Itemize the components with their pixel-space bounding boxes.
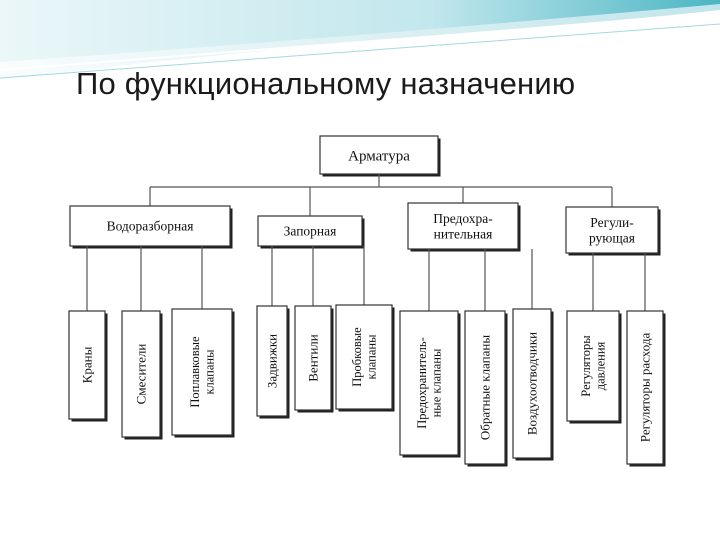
leaf-box-2-1: Задвижки: [256, 305, 290, 419]
leaf-label: клапаны: [365, 334, 379, 380]
leaf-box-1-1: Краны: [68, 310, 108, 422]
root-label: Арматура: [348, 148, 410, 164]
group-label: Регули-: [590, 215, 634, 230]
root-box-armatura: Арматура: [319, 135, 441, 177]
header-swoosh-decoration: [0, 0, 720, 80]
group-box-3: Предохра-нительная: [407, 202, 521, 252]
leaf-label: Обратные клапаны: [478, 335, 493, 440]
leaf-label: ные клапаны: [430, 348, 444, 417]
leaf-label: давления: [594, 341, 608, 390]
leaf-label: Воздухоотводчики: [525, 332, 540, 435]
group-label: нительная: [434, 226, 493, 241]
leaf-label: Вентили: [306, 334, 321, 382]
leaf-label: Задвижки: [265, 334, 280, 388]
leaf-box-3-2: Обратные клапаны: [464, 310, 508, 467]
leaf-box-2-2: Вентили: [294, 305, 334, 413]
leaf-label: Предохранитель-: [415, 337, 429, 429]
leaf-label: Пробковые: [350, 327, 364, 387]
group-box-4: Регули-рующая: [565, 206, 661, 256]
leaf-label: Краны: [80, 346, 95, 383]
leaf-label: Поплавковые: [188, 336, 202, 408]
leaf-label: Регуляторы: [579, 335, 593, 397]
leaf-label: Регуляторы расхода: [638, 333, 653, 443]
leaf-label: Смесители: [134, 344, 149, 405]
leaf-box-1-2: Смесители: [121, 310, 163, 440]
leaf-box-3-1: Предохранитель-ные клапаны: [399, 310, 461, 458]
group-label: рующая: [589, 230, 635, 245]
leaf-box-3-3: Воздухоотводчики: [512, 308, 554, 461]
group-label: Запорная: [284, 224, 337, 239]
leaf-label: клапаны: [203, 349, 217, 395]
slide-title: По функциональному назначению: [76, 66, 576, 101]
leaf-box-4-2: Регуляторы расхода: [626, 310, 666, 467]
group-label: Водоразборная: [107, 219, 194, 234]
group-label: Предохра-: [433, 211, 493, 226]
group-box-1: Водоразборная: [69, 205, 233, 249]
group-box-2: Запорная: [257, 215, 365, 249]
